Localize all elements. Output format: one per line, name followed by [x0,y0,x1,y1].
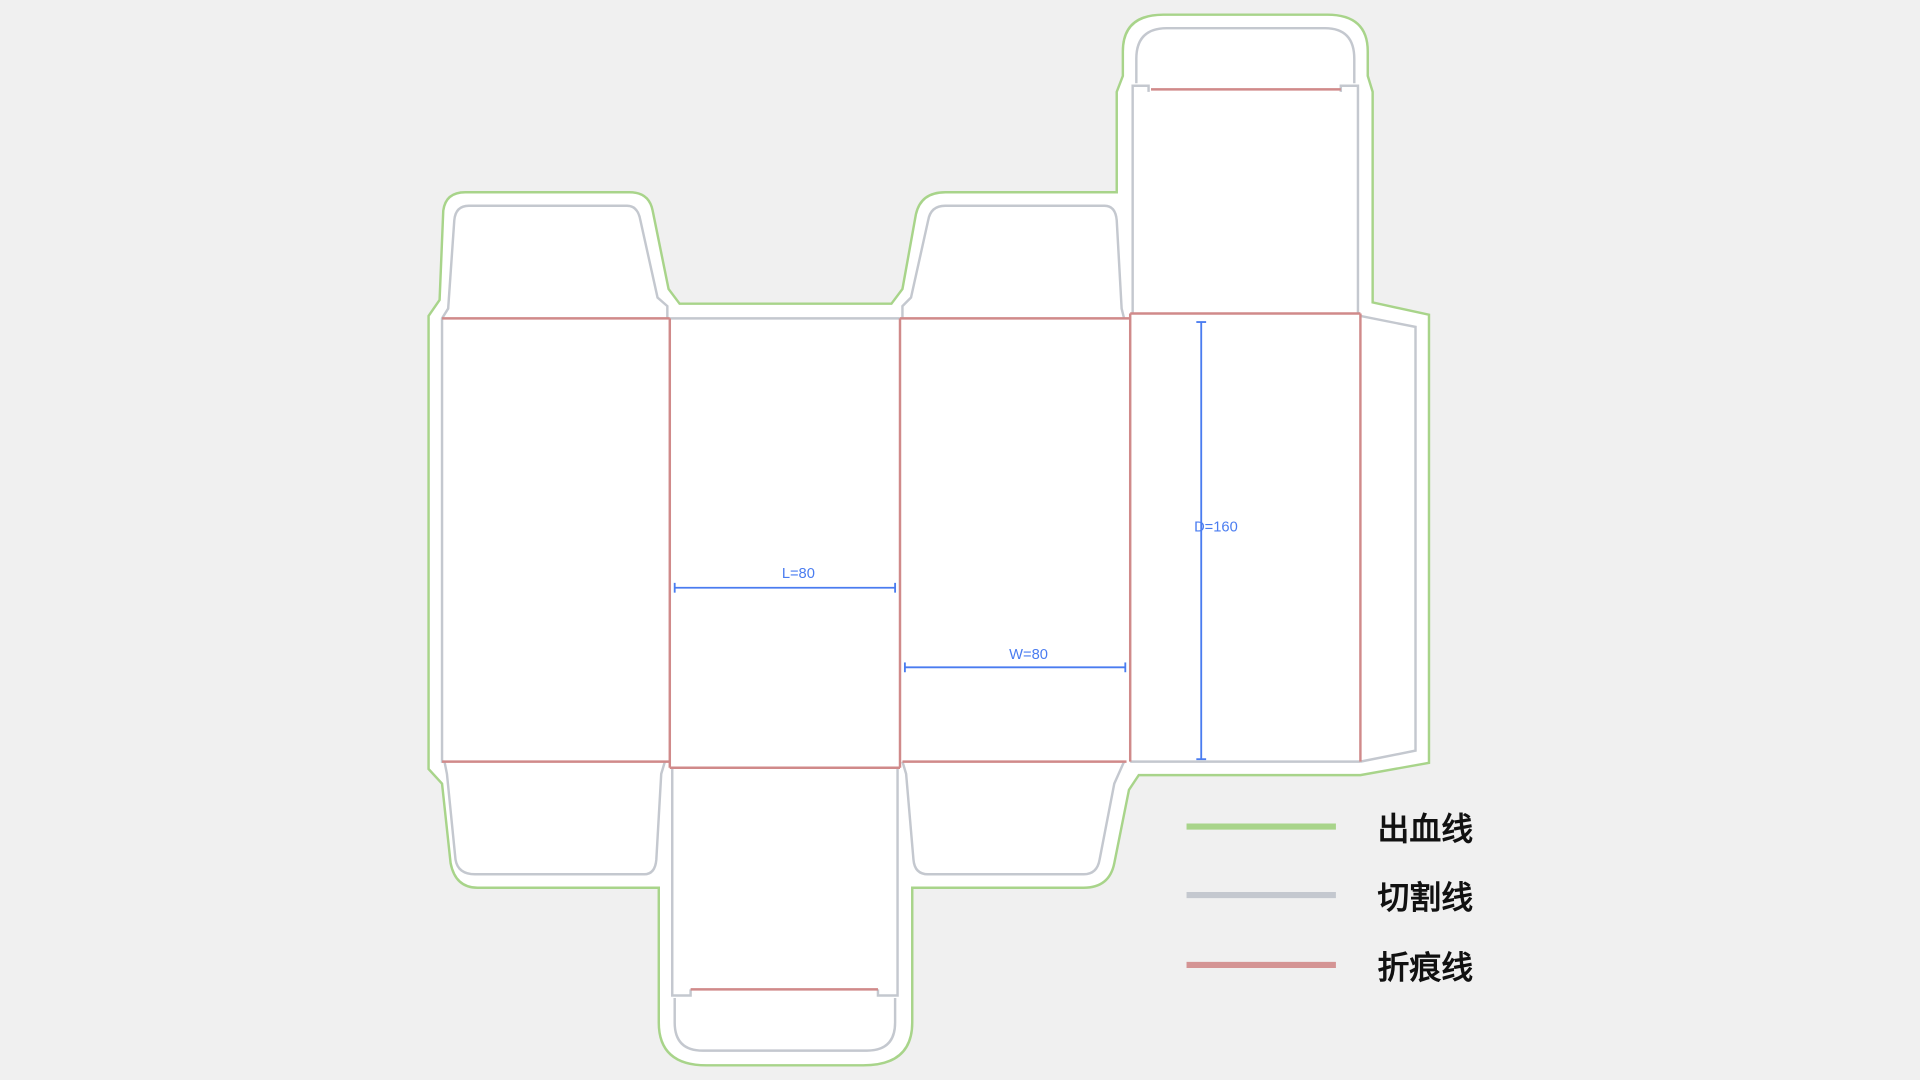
cut-lines [440,26,1417,1052]
bleed-line [427,13,1431,1067]
cut-front-bottom-tuck [671,767,899,1052]
cut-left-bottom-flap [443,761,667,876]
legend-label-crease: 折痕线 [1378,948,1474,986]
dimension-lines [673,321,1207,761]
cut-side-top-flap [901,204,1126,319]
length-dimension-label: L=80 [782,566,815,582]
legend: 出血线 切割线 折痕线 [1186,810,1474,986]
crease-lines [442,88,1362,991]
legend-label-cut: 切割线 [1378,879,1474,917]
width-dimension-label: W=80 [1009,647,1048,663]
cut-left-panel [440,204,669,763]
legend-label-bleed: 出血线 [1378,810,1474,848]
depth-dimension-label: D=160 [1194,519,1238,535]
cut-side-bottom-flap [901,761,1126,876]
cut-glue-flap [1360,314,1417,763]
